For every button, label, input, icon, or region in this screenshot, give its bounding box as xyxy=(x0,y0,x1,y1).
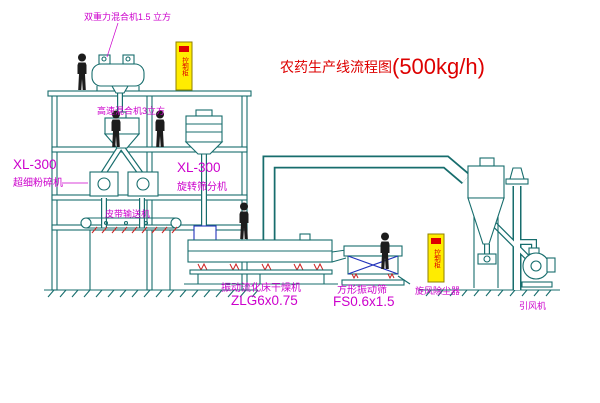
pipework xyxy=(100,86,537,290)
control-cabinet-2: 控制柜 xyxy=(427,233,445,283)
rotary-screen-machine xyxy=(184,109,224,155)
beam-hatch xyxy=(91,226,178,234)
worker-figure xyxy=(77,53,87,90)
drawing-title: 农药生产线流程图 (500kg/h) xyxy=(280,54,485,79)
label-pulverizer-model: XL-300 xyxy=(13,157,57,172)
vibration-springs xyxy=(197,262,324,272)
induced-draft-fan-machine xyxy=(521,247,556,288)
label-high-speed-mixer: 高速混合机3立方 xyxy=(97,105,165,116)
title-main: 农药生产线流程图 xyxy=(280,59,392,75)
control-cabinet-2-label: 控制柜 xyxy=(433,248,441,270)
belt-conveyor-machine xyxy=(80,217,182,234)
square-vibrating-screen-machine xyxy=(341,245,411,286)
label-fan: 引风机 xyxy=(519,300,546,311)
label-belt-conveyor: 皮带输送机 xyxy=(105,208,150,219)
control-cabinet-1: 控制柜 xyxy=(175,41,193,91)
label-double-gravity-mixer: 双重力混合机1.5 立方 xyxy=(84,11,171,22)
label-rotary-screen-model: XL-300 xyxy=(177,160,221,175)
label-fluid-bed-dryer: 振动流化床干燥机 xyxy=(221,281,301,294)
dryer-exhaust-duct xyxy=(262,155,471,241)
ground-hatch-left xyxy=(47,289,259,298)
exhaust-stack-cap xyxy=(505,167,529,185)
control-cabinet-1-label: 控制柜 xyxy=(181,56,189,78)
label-rotary-screen: 旋转筛分机 xyxy=(177,180,227,193)
pulverizer-machines xyxy=(89,171,159,197)
label-square-screen-model: FS0.6x1.5 xyxy=(333,294,395,309)
fluid-bed-dryer-machine xyxy=(184,225,347,285)
ground-hatch-right xyxy=(425,289,552,297)
double-gravity-mixer xyxy=(91,54,145,94)
label-square-screen: 方形振动筛 xyxy=(337,283,387,296)
title-capacity: (500kg/h) xyxy=(392,54,485,79)
label-cyclone: 旋风除尘器 xyxy=(415,285,460,296)
equipment-labels: 双重力混合机1.5 立方 高速混合机3立方 XL-300 超细粉碎机 XL-30… xyxy=(13,11,546,311)
label-fluid-bed-dryer-model: ZLG6x0.75 xyxy=(231,293,298,308)
cyclone-machine xyxy=(467,157,505,288)
high-speed-mixer xyxy=(103,111,141,149)
label-pulverizer: 超细粉碎机 xyxy=(13,176,63,189)
